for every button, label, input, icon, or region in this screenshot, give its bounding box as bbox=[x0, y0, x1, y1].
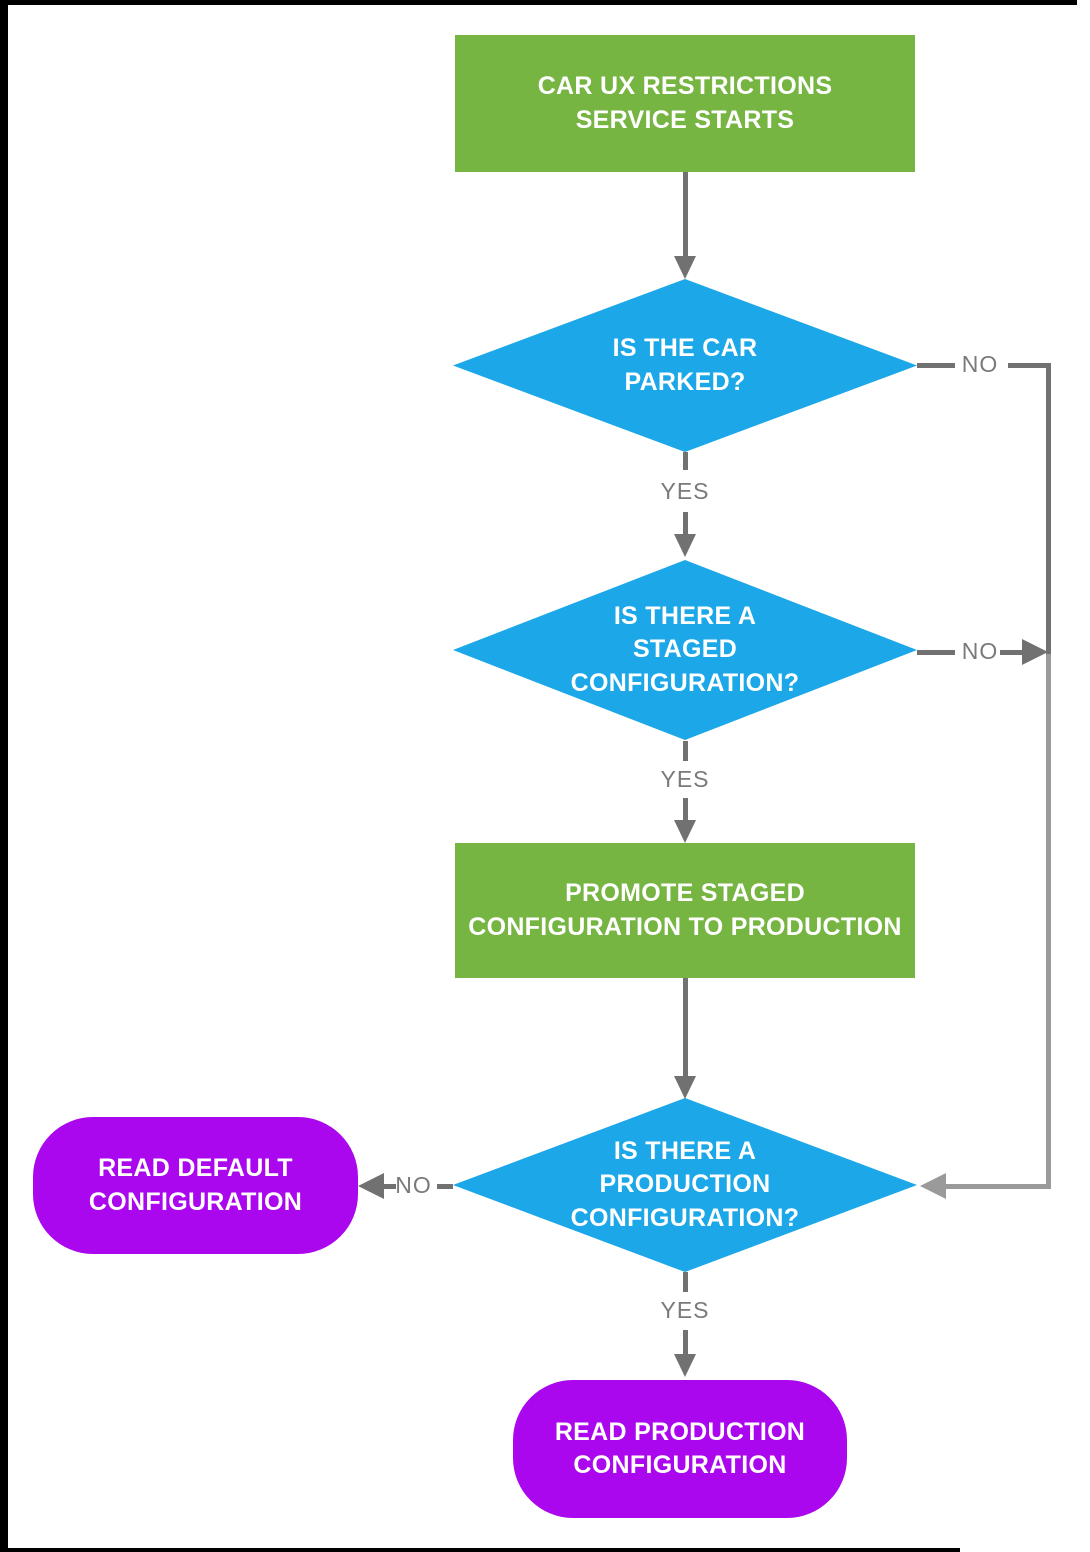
edge-label-yes-production: YES bbox=[660, 1297, 710, 1323]
node-is-car-parked-label: IS THE CAR PARKED? bbox=[612, 334, 758, 396]
connector-no-trunk-upper bbox=[1046, 363, 1051, 654]
frame-border-bottom bbox=[0, 1548, 960, 1552]
arrowhead-down-icon bbox=[674, 820, 696, 843]
connector-staged-no-line bbox=[1000, 650, 1024, 655]
connector-promote-to-production bbox=[683, 978, 688, 1076]
connector-staged-no-stub bbox=[917, 650, 955, 655]
node-is-staged-config-label: IS THERE A STAGED CONFIGURATION? bbox=[570, 602, 800, 697]
connector-production-yes-line bbox=[683, 1330, 688, 1354]
connector-parked-no-stub bbox=[917, 363, 955, 368]
arrowhead-right-icon bbox=[1022, 639, 1048, 665]
connector-staged-yes-line bbox=[683, 798, 688, 820]
edge-label-no-production: NO bbox=[395, 1172, 432, 1198]
node-is-production-config-label: IS THERE A PRODUCTION CONFIGURATION? bbox=[570, 1137, 800, 1232]
node-is-car-parked: IS THE CAR PARKED? bbox=[453, 279, 917, 452]
connector-production-yes-stub bbox=[683, 1272, 688, 1292]
node-is-production-config: IS THERE A PRODUCTION CONFIGURATION? bbox=[453, 1098, 917, 1272]
connector-production-no-stub bbox=[437, 1184, 453, 1189]
connector-parked-yes-line bbox=[683, 512, 688, 534]
connector-start-to-parked bbox=[683, 172, 688, 256]
node-read-production-label: READ PRODUCTION CONFIGURATION bbox=[554, 1417, 806, 1479]
node-is-staged-config: IS THERE A STAGED CONFIGURATION? bbox=[453, 560, 917, 740]
edge-label-yes-parked: YES bbox=[660, 478, 710, 504]
node-promote-staged-label: PROMOTE STAGED CONFIGURATION TO PRODUCTI… bbox=[468, 879, 902, 941]
arrowhead-left-icon bbox=[920, 1173, 946, 1199]
connector-production-no-line bbox=[384, 1184, 396, 1189]
node-service-starts-label: CAR UX RESTRICTIONS SERVICE STARTS bbox=[537, 72, 833, 134]
connector-trunk-to-production bbox=[946, 1184, 1051, 1189]
node-read-production: READ PRODUCTION CONFIGURATION bbox=[513, 1380, 847, 1518]
arrowhead-down-icon bbox=[674, 256, 696, 279]
edge-label-yes-staged: YES bbox=[660, 766, 710, 792]
connector-no-trunk-lower bbox=[1046, 654, 1051, 1188]
frame-border-top bbox=[0, 0, 1077, 5]
edge-label-no-parked: NO bbox=[961, 351, 999, 377]
edge-label-no-staged: NO bbox=[961, 638, 999, 664]
frame-border-left bbox=[0, 0, 8, 1552]
arrowhead-down-icon bbox=[674, 1354, 696, 1377]
arrowhead-down-icon bbox=[674, 534, 696, 557]
node-read-default: READ DEFAULT CONFIGURATION bbox=[33, 1117, 358, 1254]
node-read-default-label: READ DEFAULT CONFIGURATION bbox=[88, 1154, 303, 1216]
node-service-starts: CAR UX RESTRICTIONS SERVICE STARTS bbox=[455, 35, 915, 172]
connector-parked-yes-stub bbox=[683, 452, 688, 470]
arrowhead-left-icon bbox=[358, 1173, 384, 1199]
connector-parked-no-line bbox=[1008, 363, 1051, 368]
arrowhead-down-icon bbox=[674, 1076, 696, 1099]
node-promote-staged: PROMOTE STAGED CONFIGURATION TO PRODUCTI… bbox=[455, 843, 915, 978]
connector-staged-yes-stub bbox=[683, 741, 688, 761]
